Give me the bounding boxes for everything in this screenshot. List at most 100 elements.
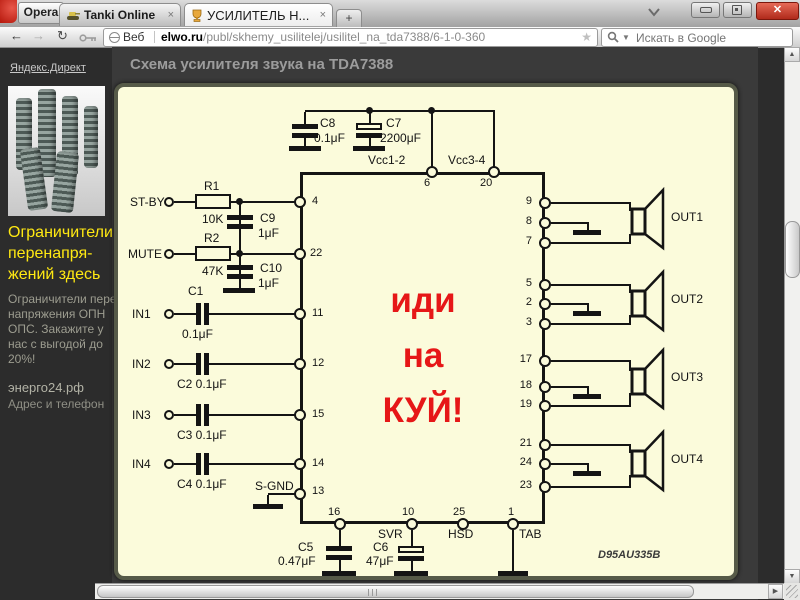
maximize-button[interactable] [723,2,752,18]
wire [209,313,300,315]
wire [231,253,296,255]
close-button[interactable]: ✕ [756,2,799,20]
ad-title-line[interactable]: Ограничители [8,224,113,241]
pin-circle [539,298,551,310]
reload-button[interactable]: ↻ [57,28,68,43]
capacitor-plate [196,303,201,325]
opera-logo-icon [0,0,17,23]
search-input[interactable] [634,29,778,46]
wire [629,444,631,453]
wire [629,284,631,293]
pin-number: 2 [525,296,532,308]
capacitor-plate [326,555,352,560]
output-label: OUT2 [671,292,704,306]
tab-usilitel[interactable]: УСИЛИТЕЛЬ Н... × [184,3,333,26]
pin-circle [294,196,306,208]
navigation-bar: ← → ↻ Веб elwo.ru/publ/skhemy_usilitelej… [0,27,800,48]
search-box[interactable]: ▼ [601,28,793,47]
capacitor-plate [204,353,209,375]
wire [587,387,589,395]
ground-bar [322,571,356,576]
input-terminal [164,459,174,469]
capacitor-plate [356,133,382,138]
search-engine-chevron-icon[interactable]: ▼ [622,33,630,42]
pin-number: 25 [453,506,466,518]
pin-number: 3 [525,316,532,328]
yandex-direct-link[interactable]: Яндекс.Директ [10,62,86,74]
back-button[interactable]: ← [10,28,23,43]
pin-number: 12 [312,357,325,369]
ground-bar [573,471,601,476]
capacitor-plate [204,453,209,475]
ad-title-line[interactable]: жений здесь [8,266,101,283]
horizontal-scrollbar-thumb[interactable] [97,585,694,598]
tab-tanki-online[interactable]: Tanki Online × [59,3,181,26]
ground-bar [498,571,528,576]
tank-icon [67,12,80,20]
pin-circle [488,166,500,178]
capacitor-plate [326,546,352,551]
scroll-down-button[interactable]: ▼ [784,569,800,584]
tab-title: УСИЛИТЕЛЬ Н... [207,7,310,23]
ad-contact-link[interactable]: Адрес и телефон [8,397,105,411]
pin-number: 16 [328,506,341,518]
ad-title-line[interactable]: перенапря- [8,245,93,262]
vertical-scrollbar[interactable] [784,47,800,584]
key-icon[interactable] [79,34,98,42]
address-bar[interactable]: Веб elwo.ru/publ/skhemy_usilitelej/usili… [103,28,598,47]
resistor-label: R1 [204,179,220,193]
wire [493,112,495,168]
bookmark-star-icon[interactable]: ★ [581,30,592,44]
resize-grip[interactable] [784,583,800,600]
pin-circle [539,439,551,451]
pin-circle [426,166,438,178]
minimize-button[interactable] [691,2,720,18]
tab-close-icon[interactable]: × [167,9,174,21]
ground-bar [353,146,385,151]
opera-menu-button[interactable]: Opera [18,2,64,24]
wire [587,223,589,231]
wire [629,234,631,244]
wire [209,463,300,465]
signal-label: IN2 [132,357,151,371]
pin-circle [539,217,551,229]
wire [231,201,296,203]
wire [174,463,196,465]
wire [551,486,631,488]
vertical-scrollbar-thumb[interactable] [785,221,800,278]
wire [304,138,306,146]
capacitor-plate [204,404,209,426]
signal-label: Vcc1-2 [368,153,406,167]
url-text: elwo.ru/publ/skhemy_usilitelej/usilitel_… [161,30,571,44]
forward-button[interactable]: → [32,28,45,43]
capacitor-plate-polarized [398,546,424,553]
wire [551,284,631,286]
overlay-line: КУЙ! [382,391,464,430]
wire [551,242,631,244]
scroll-right-button[interactable]: ▶ [768,584,783,599]
capacitor-plate [227,265,253,270]
speaker-icon [630,347,665,411]
ad-domain-link[interactable]: энерго24.рф [8,380,84,395]
tab-bar: Opera Tanki Online × УСИЛИТЕЛЬ Н... × + [0,0,800,28]
pin-number: 6 [424,177,431,189]
cap-label: C6 [373,540,389,554]
ad-image[interactable] [8,86,105,216]
scroll-up-button[interactable]: ▲ [784,47,800,62]
pin-circle [539,279,551,291]
speaker-icon [630,429,665,493]
capacitor-plate [196,404,201,426]
wire [629,360,631,371]
ground-bar [223,288,255,293]
wire [629,202,631,211]
pin-number: 1 [508,506,515,518]
cap-label: C5 [298,540,314,554]
pin-number: 20 [480,177,493,189]
tab-close-icon[interactable]: × [319,9,326,21]
new-tab-button[interactable]: + [336,9,362,27]
signal-label: IN3 [132,408,151,422]
wire [431,112,433,168]
tab-overflow-chevron-icon[interactable] [647,7,661,17]
pin-number: 23 [519,479,532,491]
ground-bar [253,504,283,509]
